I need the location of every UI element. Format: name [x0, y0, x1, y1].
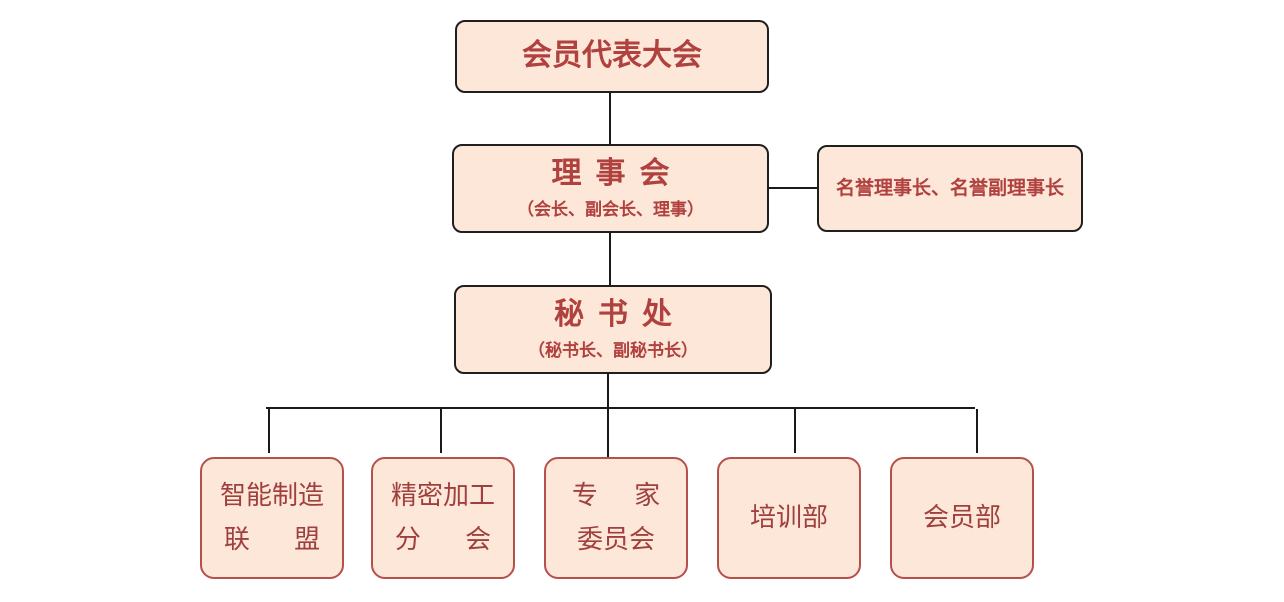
dept-line: 委员会: [576, 525, 655, 555]
connector-dept-1: [268, 409, 270, 453]
node-dept-expert-committee: 专 家 委员会: [544, 457, 688, 579]
node-honorary: 名誉理事长、名誉副理事长: [817, 145, 1083, 232]
connector-assembly-council: [609, 93, 611, 144]
dept-line: 联 盟: [223, 525, 339, 555]
dept-line: 智能制造: [219, 481, 324, 511]
connector-dept-5: [976, 409, 978, 453]
node-honorary-title: 名誉理事长、名誉副理事长: [835, 176, 1064, 199]
node-council-title: 理事会: [551, 155, 684, 191]
connector-dept-4: [794, 409, 796, 453]
node-council: 理事会 （会长、副会长、理事）: [452, 144, 769, 233]
node-dept-precision-machining: 精密加工 分 会: [371, 457, 515, 579]
connector-dept-2: [440, 409, 442, 453]
node-council-subtitle: （会长、副会长、理事）: [517, 200, 704, 221]
node-secretariat-subtitle: （秘书长、副秘书长）: [528, 341, 698, 362]
dept-line: 专 家: [571, 481, 675, 511]
node-dept-intelligent-manufacturing: 智能制造 联 盟: [200, 457, 344, 579]
node-secretariat-title: 秘书处: [554, 296, 686, 332]
connector-secretariat-bus: [607, 374, 609, 457]
dept-line: 精密加工: [390, 481, 495, 511]
dept-line: 培训部: [749, 503, 828, 533]
connector-council-honorary: [769, 187, 818, 189]
node-assembly: 会员代表大会: [455, 20, 769, 93]
dept-line: 分 会: [394, 525, 510, 555]
node-assembly-title: 会员代表大会: [522, 38, 702, 74]
node-secretariat: 秘书处 （秘书长、副秘书长）: [454, 285, 772, 374]
connector-council-secretariat: [609, 233, 611, 285]
connector-horizontal-bus: [266, 407, 975, 409]
node-dept-training: 培训部: [717, 457, 861, 579]
dept-line: 会员部: [922, 503, 1001, 533]
node-dept-membership: 会员部: [890, 457, 1034, 579]
